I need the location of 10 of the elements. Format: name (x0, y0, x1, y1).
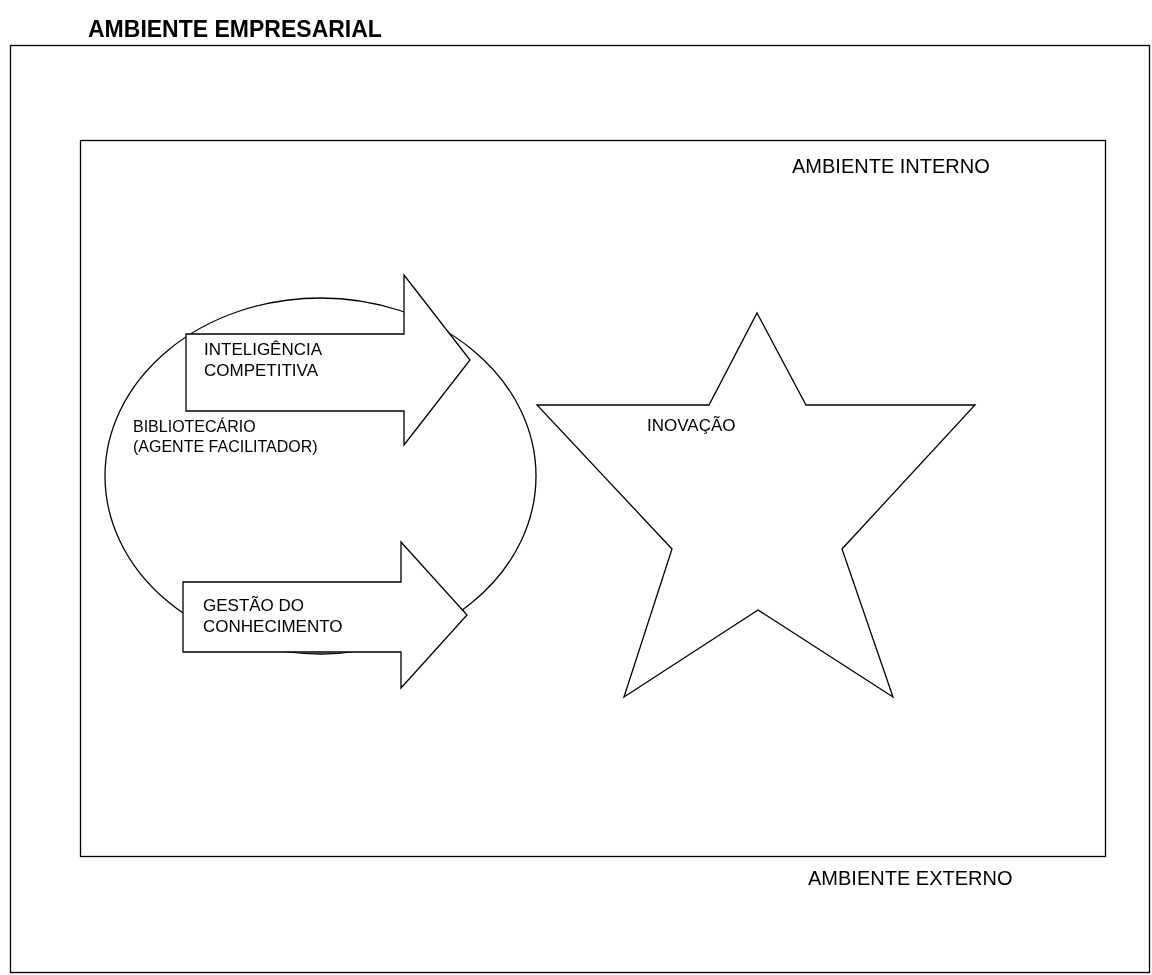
block-arrow (183, 542, 467, 688)
node-label: GESTÃO DO CONHECIMENTO (203, 595, 344, 637)
node-label: INTELIGÊNCIA COMPETITIVA (204, 339, 323, 381)
star-shape (537, 313, 975, 697)
node-label: INOVAÇÃO (647, 415, 737, 436)
frame-title: AMBIENTE EMPRESARIAL (88, 16, 383, 43)
inner-frame (80, 140, 1106, 857)
frame-label: AMBIENTE EXTERNO (808, 866, 1014, 890)
frame-label: AMBIENTE INTERNO (792, 154, 991, 178)
node-label: BIBLIOTECÁRIO (AGENTE FACILITADOR) (133, 417, 319, 457)
